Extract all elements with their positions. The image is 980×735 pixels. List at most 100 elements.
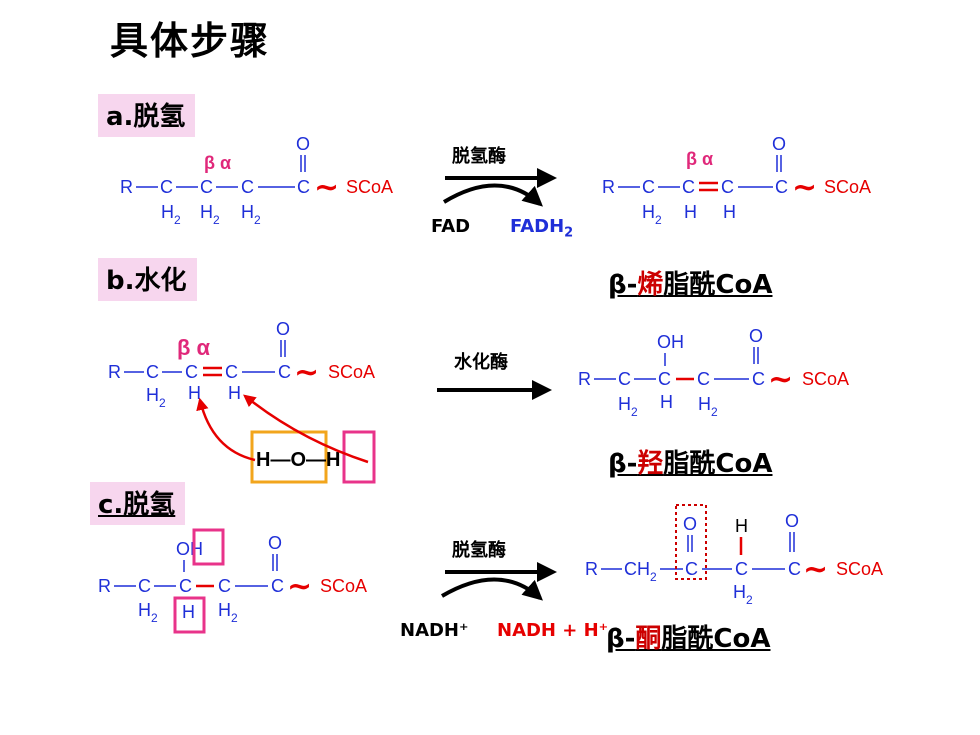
svg-text:OH: OH [657, 332, 684, 352]
svg-text:H: H [138, 600, 151, 620]
page-title: 具体步骤 [110, 18, 271, 63]
pink-box-oh [192, 528, 225, 566]
svg-text:O: O [276, 319, 290, 339]
svg-text:SCoA: SCoA [328, 362, 375, 382]
svg-text:H—O—H: H—O—H [256, 449, 340, 471]
cofactor-fadh2: FADH2 [510, 216, 574, 241]
product-hydroxyacyl-coa: β-羟脂酰CoA [608, 449, 773, 479]
svg-text:H: H [698, 394, 711, 414]
svg-text:H: H [618, 394, 631, 414]
svg-text:2: 2 [213, 213, 220, 227]
svg-text:R: R [578, 369, 591, 389]
svg-text:R: R [602, 177, 615, 197]
svg-text:2: 2 [231, 611, 238, 625]
orange-box [250, 430, 328, 484]
svg-text:C: C [185, 362, 198, 382]
svg-text:SCoA: SCoA [320, 576, 367, 596]
svg-text:SCoA: SCoA [802, 369, 849, 389]
svg-text:O: O [268, 533, 282, 553]
svg-text:O: O [683, 514, 697, 534]
dotted-keto-box [675, 504, 707, 580]
svg-text:C: C [735, 559, 748, 579]
svg-text:C: C [658, 369, 671, 389]
svg-text:SCoA: SCoA [824, 177, 871, 197]
svg-text:H: H [200, 202, 213, 222]
svg-text:H: H [182, 602, 195, 622]
svg-text:H: H [188, 383, 201, 403]
product-ketoacyl-coa: β-酮脂酰CoA [606, 624, 771, 654]
svg-text:H: H [146, 385, 159, 405]
svg-text:C: C [146, 362, 159, 382]
svg-text:C: C [138, 576, 151, 596]
pink-box-h [342, 430, 376, 484]
svg-text:C: C [241, 177, 254, 197]
svg-text:2: 2 [650, 570, 657, 584]
svg-text:O: O [785, 511, 799, 531]
enzyme-dehydrogenase-c: 脱氢酶 [452, 540, 506, 561]
svg-text:C: C [721, 177, 734, 197]
arrow-step-a [442, 168, 557, 207]
cofactor-nadh: NADH⁺ [400, 620, 469, 641]
svg-text:∼: ∼ [287, 570, 312, 603]
svg-text:H: H [161, 202, 174, 222]
svg-text:H: H [218, 600, 231, 620]
svg-text:C: C [752, 369, 765, 389]
svg-text:C: C [225, 362, 238, 382]
svg-text:H: H [241, 202, 254, 222]
product-enoyl-coa: β-烯脂酰CoA [608, 270, 773, 300]
svg-text:SCoA: SCoA [346, 177, 393, 197]
svg-text:C: C [160, 177, 173, 197]
svg-text:C: C [618, 369, 631, 389]
svg-text:H: H [723, 202, 736, 222]
atom-r: R [120, 177, 133, 197]
svg-text:C: C [271, 576, 284, 596]
svg-text:C: C [218, 576, 231, 596]
svg-text:∼: ∼ [768, 363, 793, 396]
svg-text:H: H [735, 516, 748, 536]
svg-text:C: C [642, 177, 655, 197]
svg-text:OH: OH [176, 539, 203, 559]
enzyme-hydratase: 水化酶 [454, 352, 508, 373]
svg-text:2: 2 [631, 405, 638, 419]
svg-text:2: 2 [746, 593, 753, 607]
svg-text:2: 2 [711, 405, 718, 419]
svg-text:C: C [297, 177, 310, 197]
svg-text:2: 2 [151, 611, 158, 625]
svg-text:R: R [108, 362, 121, 382]
svg-text:C: C [697, 369, 710, 389]
step-c-label: c.脱氢 [90, 482, 186, 525]
pink-box-ch [173, 596, 206, 634]
svg-text:2: 2 [254, 213, 261, 227]
svg-text:2: 2 [159, 396, 166, 410]
svg-text:β α: β α [686, 149, 713, 169]
enzyme-dehydrogenase-a: 脱氢酶 [452, 146, 506, 167]
step-a-label: a.脱氢 [98, 94, 196, 137]
svg-text:∼: ∼ [314, 171, 339, 204]
water-molecule: H—O—H [196, 394, 376, 484]
svg-text:R: R [585, 559, 598, 579]
svg-text:C: C [200, 177, 213, 197]
svg-text:O: O [749, 326, 763, 346]
svg-text:2: 2 [655, 213, 662, 227]
svg-text:H: H [642, 202, 655, 222]
svg-text:H: H [684, 202, 697, 222]
cofactor-nadh-h: NADH + H⁺ [497, 620, 609, 641]
svg-text:C: C [775, 177, 788, 197]
svg-text:C: C [682, 177, 695, 197]
svg-text:H: H [228, 383, 241, 403]
svg-text:C: C [278, 362, 291, 382]
arrow-step-c [440, 562, 557, 601]
svg-text:SCoA: SCoA [836, 559, 883, 579]
svg-text:O: O [772, 134, 786, 154]
svg-text:∼: ∼ [792, 171, 817, 204]
svg-text:H: H [660, 392, 673, 412]
svg-text:H: H [733, 582, 746, 602]
svg-text:C: C [788, 559, 801, 579]
